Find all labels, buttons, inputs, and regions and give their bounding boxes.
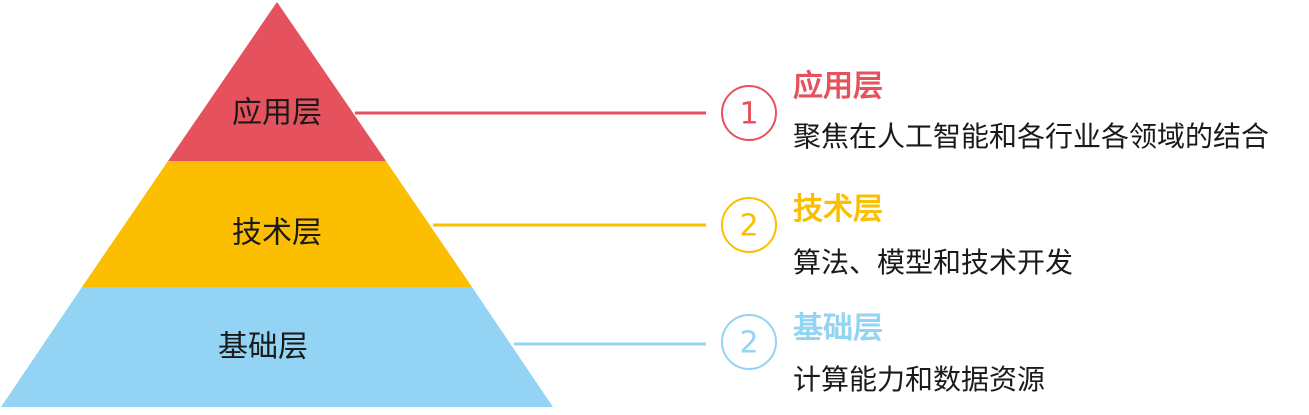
layer-title-foundation: 基础层 — [793, 311, 883, 346]
number-circle-application — [721, 85, 777, 141]
pyramid-tier-technology — [82, 161, 472, 287]
layer-description-application: 聚焦在人工智能和各行业各领域的结合 — [793, 120, 1269, 153]
number-circle-foundation — [721, 314, 777, 370]
tier-label-technology: 技术层 — [232, 216, 322, 251]
number-label-application: 1 — [739, 97, 758, 132]
layer-description-foundation: 计算能力和数据资源 — [793, 363, 1045, 396]
tier-label-foundation: 基础层 — [218, 330, 308, 365]
pyramid-tier-application — [168, 2, 386, 161]
layer-title-application: 应用层 — [793, 69, 883, 104]
number-label-technology: 2 — [739, 209, 758, 244]
number-label-foundation: 2 — [739, 326, 758, 361]
layer-description-technology: 算法、模型和技术开发 — [793, 246, 1073, 279]
number-circle-technology — [721, 197, 777, 253]
pyramid-tier-foundation — [1, 287, 553, 407]
layer-title-technology: 技术层 — [793, 192, 883, 227]
tier-label-application: 应用层 — [232, 96, 322, 131]
